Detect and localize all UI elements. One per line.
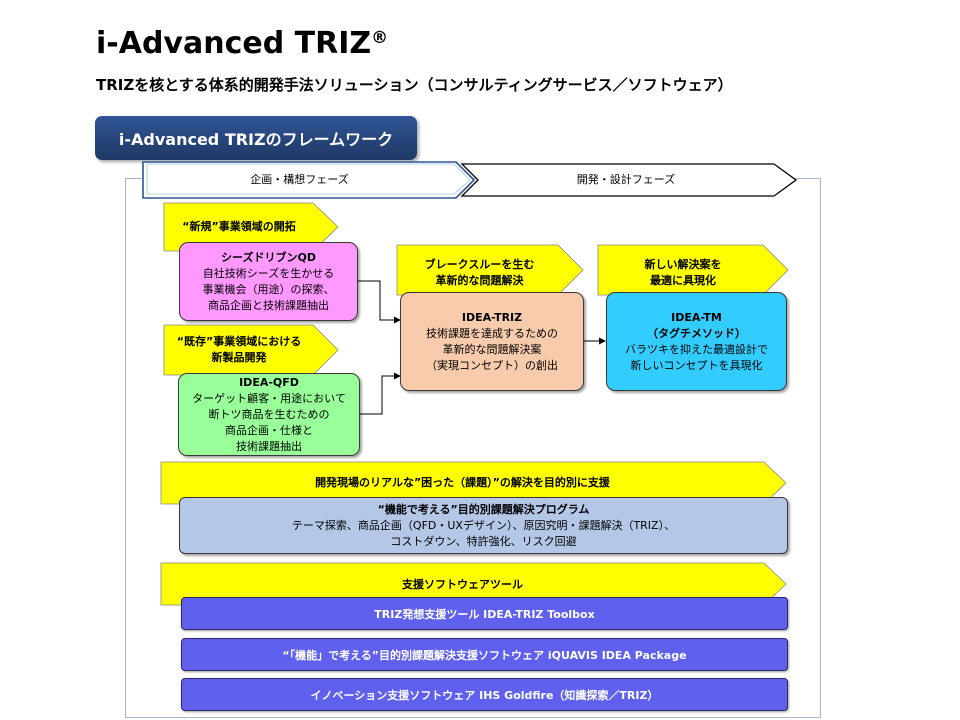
banner-existing-business: “既存”事業領域における 新製品開発 bbox=[176, 335, 302, 364]
software-tool-ihs-goldfire: イノベーション支援ソフトウェア IHS Goldfire（知識探索／TRIZ） bbox=[181, 678, 788, 711]
box-seeds-driven-qd: シーズドリブンQD 自社技術シーズを生かせる 事業機会（用途）の探索、 商品企画… bbox=[179, 242, 358, 321]
box-purpose-program: “機能で考える”目的別課題解決プログラム テーマ探索、商品企画（QFD・UXデザ… bbox=[179, 497, 788, 554]
phase-label-design: 開発・設計フェーズ bbox=[576, 173, 676, 186]
banner-breakthrough: ブレークスルーを生む 革新的な問題解決 bbox=[424, 258, 535, 287]
software-tool-idea-triz-toolbox: TRIZ発想支援ツール IDEA-TRIZ Toolbox bbox=[181, 597, 788, 630]
software-tool-iquavis-idea-package: “「機能」で考える”目的別課題解決支援ソフトウェア iQUAVIS IDEA P… bbox=[181, 638, 788, 671]
box-idea-tm: IDEA-TM （タグチメソッド） バラツキを抑えた最適設計で 新しいコンセプト… bbox=[606, 292, 787, 391]
banner-optimal: 新しい解決案を 最適に具現化 bbox=[644, 258, 722, 287]
banner-support: 開発現場のリアルな”困った（課題）”の解決を目的別に支援 bbox=[315, 476, 610, 489]
registered-mark: ® bbox=[371, 28, 389, 48]
banner-software: 支援ソフトウェアツール bbox=[402, 578, 523, 591]
page-title: i-Advanced TRIZ® bbox=[96, 26, 389, 61]
banner-new-business: “新規”事業領域の開拓 bbox=[182, 220, 296, 233]
phase-label-planning: 企画・構想フェーズ bbox=[250, 173, 349, 186]
page-subtitle: TRIZを核とする体系的開発手法ソリューション（コンサルティングサービス／ソフト… bbox=[96, 76, 733, 94]
framework-heading: i-Advanced TRIZのフレームワーク bbox=[95, 116, 417, 160]
box-idea-triz: IDEA-TRIZ 技術課題を達成するための 革新的な問題解決案 （実現コンセプ… bbox=[400, 292, 584, 391]
box-idea-qfd: IDEA-QFD ターゲット顧客・用途において 断トツ商品を生むための 商品企画… bbox=[178, 373, 360, 456]
